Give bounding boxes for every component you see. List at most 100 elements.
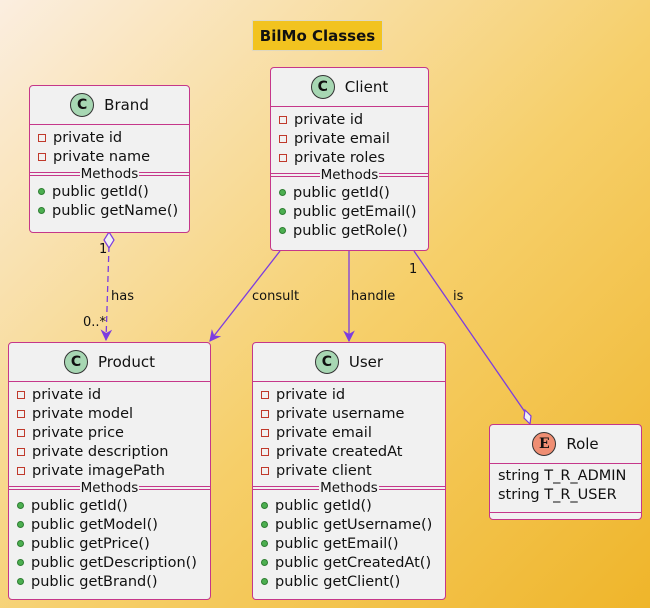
class-badge-icon: C <box>310 75 335 99</box>
method-list: public getId() public getEmail() public … <box>271 181 428 242</box>
class-product[interactable]: C Product private id private model priva… <box>8 342 211 600</box>
private-icon <box>279 115 287 124</box>
attribute: private id <box>271 110 428 129</box>
enum-value: string T_R_USER <box>498 486 617 503</box>
class-badge-icon: C <box>314 350 339 374</box>
method: public getDescription() <box>9 553 210 572</box>
attribute: private email <box>253 423 445 442</box>
public-icon <box>17 502 24 509</box>
attribute: private username <box>253 404 445 423</box>
public-icon <box>17 578 24 585</box>
relation-label-has: has <box>111 289 134 304</box>
method: public getBrand() <box>9 572 210 591</box>
attribute: private id <box>30 128 189 147</box>
private-icon <box>17 390 25 399</box>
enum-role[interactable]: E Role string T_R_ADMIN string T_R_USER <box>489 424 642 520</box>
link-client-role <box>413 250 526 413</box>
method-list: public getId() public getModel() public … <box>9 494 210 593</box>
attribute: private createdAt <box>253 442 445 461</box>
private-icon <box>279 153 287 162</box>
method: public getUsername() <box>253 515 445 534</box>
class-badge-icon: C <box>64 350 89 374</box>
enum-header: E Role <box>490 425 641 464</box>
private-icon <box>261 390 269 399</box>
method: public getId() <box>271 183 428 202</box>
public-icon <box>261 559 268 566</box>
attribute: private email <box>271 129 428 148</box>
private-icon <box>17 409 25 418</box>
attribute: private model <box>9 404 210 423</box>
class-user[interactable]: C User private id private username priva… <box>252 342 446 600</box>
attribute: private id <box>9 385 210 404</box>
attribute-list: private id private name <box>30 125 189 168</box>
multiplicity-client: 1 <box>409 262 418 277</box>
private-icon <box>38 133 46 142</box>
method: public getId() <box>253 496 445 515</box>
class-header: C Brand <box>30 86 189 125</box>
method-list: public getId() public getUsername() publ… <box>253 494 445 593</box>
public-icon <box>17 521 24 528</box>
attribute: private name <box>30 147 189 166</box>
method: public getEmail() <box>253 534 445 553</box>
attribute: private roles <box>271 148 428 167</box>
attribute-list: private id private email private roles <box>271 107 428 169</box>
class-brand[interactable]: C Brand private id private name Methods … <box>29 85 190 233</box>
private-icon <box>261 428 269 437</box>
methods-separator: Methods <box>271 168 428 182</box>
method: public getId() <box>30 182 189 201</box>
class-name: Product <box>98 353 155 371</box>
multiplicity-product: 0..* <box>83 315 107 330</box>
attribute: private description <box>9 442 210 461</box>
private-icon <box>17 428 25 437</box>
public-icon <box>279 208 286 215</box>
private-icon <box>261 466 269 475</box>
class-badge-icon: C <box>70 93 95 117</box>
diagram-title: BilMo Classes <box>252 20 383 51</box>
class-name: Brand <box>104 96 149 114</box>
link-brand-product <box>100 245 113 342</box>
method: public getCreatedAt() <box>253 553 445 572</box>
public-icon <box>279 189 286 196</box>
link-client-product <box>209 250 281 342</box>
method: public getRole() <box>271 221 428 240</box>
enum-badge-icon: E <box>532 432 557 456</box>
aggregation-diamond-brand <box>103 230 115 250</box>
private-icon <box>279 134 287 143</box>
aggregation-diamond-role <box>523 408 532 426</box>
class-header: C Product <box>9 343 210 382</box>
class-header: C User <box>253 343 445 382</box>
private-icon <box>17 447 25 456</box>
method: public getModel() <box>9 515 210 534</box>
attribute: private imagePath <box>9 461 210 480</box>
private-icon <box>261 409 269 418</box>
methods-separator: Methods <box>253 481 445 495</box>
method: public getClient() <box>253 572 445 591</box>
enum-value: string T_R_ADMIN <box>498 467 627 484</box>
method: public getPrice() <box>9 534 210 553</box>
public-icon <box>261 540 268 547</box>
attribute: private price <box>9 423 210 442</box>
public-icon <box>261 578 268 585</box>
public-icon <box>17 540 24 547</box>
relation-label-is: is <box>453 289 464 304</box>
attribute-list: private id private username private emai… <box>253 382 445 482</box>
attribute: private client <box>253 461 445 480</box>
public-icon <box>279 227 286 234</box>
public-icon <box>261 521 268 528</box>
method: public getId() <box>9 496 210 515</box>
class-client[interactable]: C Client private id private email privat… <box>270 67 429 251</box>
private-icon <box>261 447 269 456</box>
class-name: Client <box>344 78 389 96</box>
method-list: public getId() public getName() <box>30 180 189 222</box>
public-icon <box>38 207 45 214</box>
multiplicity-brand: 1 <box>99 242 108 257</box>
enum-values: string T_R_ADMIN string T_R_USER <box>490 464 641 504</box>
public-icon <box>261 502 268 509</box>
enum-name: Role <box>566 435 599 453</box>
relation-label-handle: handle <box>351 289 396 304</box>
class-header: C Client <box>271 68 428 107</box>
methods-separator: Methods <box>30 167 189 181</box>
method: public getEmail() <box>271 202 428 221</box>
